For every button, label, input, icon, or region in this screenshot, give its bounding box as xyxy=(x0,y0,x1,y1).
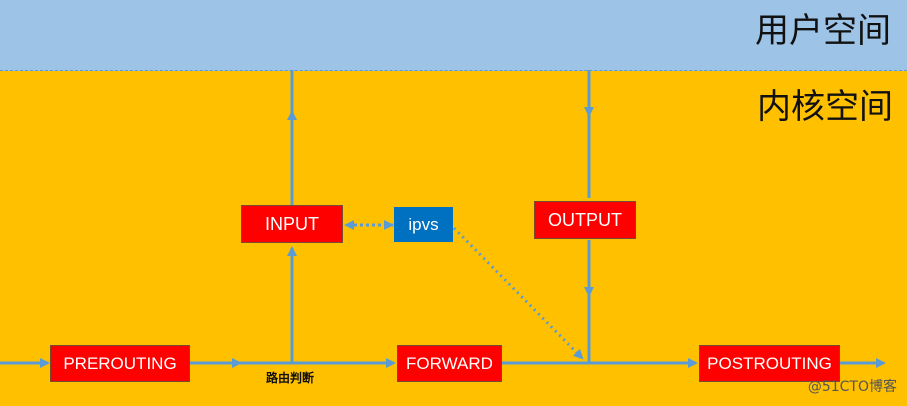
input-chain: INPUT xyxy=(241,205,343,243)
output-chain: OUTPUT xyxy=(534,201,636,239)
prerouting-chain: PREROUTING xyxy=(50,345,190,382)
user-space-region xyxy=(0,0,907,71)
user-space-label: 用户空间 xyxy=(755,11,891,51)
postrouting-chain: POSTROUTING xyxy=(699,345,840,382)
watermark: @51CTO博客 xyxy=(807,379,897,395)
ipvs-to-postrouting-link xyxy=(452,226,584,360)
ipvs-module: ipvs xyxy=(394,207,453,242)
routing-decision-label: 路由判断 xyxy=(266,371,315,385)
kernel-space-label: 内核空间 xyxy=(757,87,893,127)
forward-chain: FORWARD xyxy=(397,345,502,382)
